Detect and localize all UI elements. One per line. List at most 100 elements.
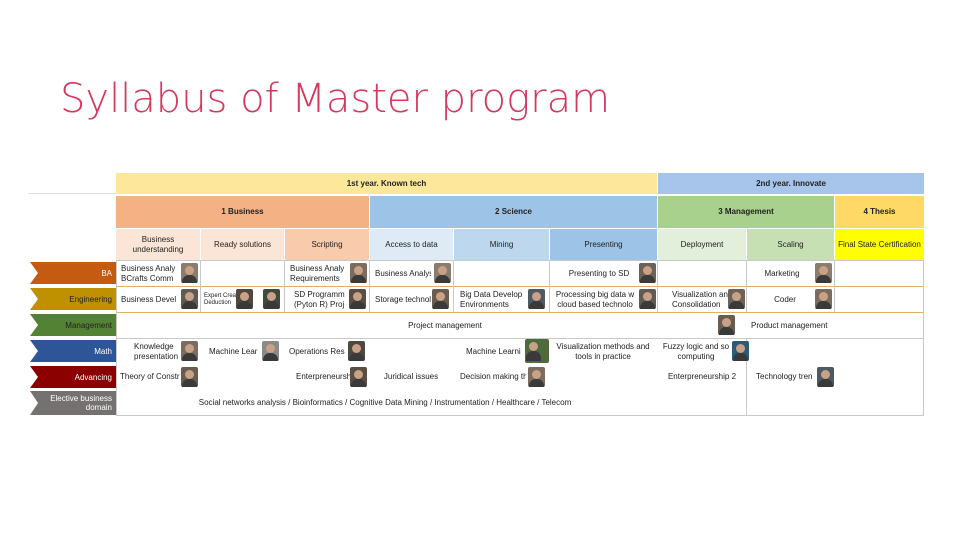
course-enterpreneurship-2: Enterpreneurship 2: [667, 372, 737, 381]
instructor-photo: [181, 289, 198, 309]
track-engineering-label: Engineering: [69, 294, 112, 304]
track-arrow-management: [30, 314, 116, 336]
course-expert-deduction: Expert Crea Deduction: [204, 292, 236, 306]
instructor-photo: [434, 263, 451, 283]
instructor-photo: [528, 289, 545, 309]
track-math-label: Math: [94, 346, 112, 356]
area-science: 2 Science: [370, 196, 657, 228]
subarea-final-state: Final State Certification: [835, 229, 924, 260]
course-processing-big-data: Processing big data w cloud based techno…: [555, 289, 635, 309]
instructor-photo: [181, 341, 198, 361]
track-arrow-elective: [30, 391, 116, 415]
course-machine-learning: Machine Lear: [209, 347, 258, 356]
instructor-photo: [350, 367, 367, 387]
subarea-mining: Mining: [454, 229, 549, 260]
instructor-photo: [732, 341, 749, 361]
track-ba: BA: [30, 262, 116, 284]
instructor-photo: [639, 289, 656, 309]
course-juridical-issues: Juridical issues: [383, 372, 439, 381]
subarea-scaling: Scaling: [747, 229, 834, 260]
instructor-photo: [728, 289, 745, 309]
track-management-label: Management: [65, 320, 112, 330]
track-elective: Elective business domain: [30, 391, 116, 415]
course-big-data-dev: Big Data Develop Environments: [460, 289, 523, 309]
grid-line-year-split: [746, 338, 747, 416]
instructor-photo: [817, 367, 834, 387]
course-knowledge-presentation: Knowledge presentation: [134, 342, 179, 361]
course-storage-tech: Storage technol: [375, 294, 431, 304]
grid-line-left: [116, 260, 117, 416]
instructor-photo: [718, 315, 735, 335]
course-business-analysis: Business Analy BCrafts Comm: [121, 263, 176, 283]
grid-line-vert-e: [549, 260, 550, 312]
instructor-photo: [350, 263, 367, 283]
instructor-photo: [528, 367, 545, 387]
course-fuzzy-logic: Fuzzy logic and so computing: [662, 342, 730, 361]
course-coder: Coder: [774, 294, 796, 304]
instructor-photo: [349, 289, 366, 309]
track-arrow-advancing: [30, 366, 116, 388]
track-arrow-ba: [30, 262, 116, 284]
grid-line-vert-h: [834, 260, 835, 312]
subarea-scripting: Scripting: [285, 229, 369, 260]
divider-line: [28, 193, 118, 194]
course-visualization: Visualization an Consolidation: [672, 289, 728, 309]
subarea-ready-solutions: Ready solutions: [201, 229, 284, 260]
course-decision-making: Decision making th: [460, 372, 526, 381]
grid-line-vert-g: [746, 260, 747, 312]
instructor-photo: [815, 263, 832, 283]
grid-top-line: [116, 260, 924, 261]
instructor-photo: [181, 263, 198, 283]
instructor-photo: [348, 341, 365, 361]
instructor-photo: [236, 289, 253, 309]
course-machine-learning-2: Machine Learni: [466, 347, 521, 356]
grid-line-vert-c: [369, 260, 370, 312]
course-marketing: Marketing: [764, 268, 800, 278]
grid-line-vert-d: [453, 260, 454, 312]
subarea-deployment: Deployment: [658, 229, 746, 260]
subarea-presenting: Presenting: [550, 229, 657, 260]
course-visualization-methods: Visualization methods and tools in pract…: [556, 342, 650, 361]
area-management: 3 Management: [658, 196, 834, 228]
track-math: Math: [30, 340, 116, 362]
track-arrow-math: [30, 340, 116, 362]
area-thesis: 4 Thesis: [835, 196, 924, 228]
course-operations-research: Operations Res: [289, 347, 345, 356]
grid-line-bottom: [116, 415, 924, 416]
instructor-photo: [815, 289, 832, 309]
track-elective-label: Elective business domain: [50, 394, 112, 412]
instructor-photo: [262, 341, 279, 361]
year2-header: 2nd year. Innovate: [658, 173, 924, 194]
course-business-dev: Business Devel: [121, 294, 177, 304]
course-product-management: Product management: [751, 320, 828, 330]
course-business-analysis-req: Business Analy Requirements: [290, 263, 345, 283]
grid-line-row3: [116, 338, 924, 339]
slide-title: Syllabus of Master program: [60, 76, 611, 122]
instructor-photo: [263, 289, 280, 309]
track-engineering: Engineering: [30, 288, 116, 310]
course-theory-of-constraints: Theory of Constr: [120, 372, 180, 381]
track-ba-label: BA: [101, 268, 112, 278]
instructor-photo: [525, 339, 549, 363]
grid-line-row1: [116, 286, 924, 287]
grid-line-vert-a: [200, 260, 201, 312]
track-advancing-label: Advancing: [74, 372, 112, 382]
course-business-analysis-2: Business Analys: [375, 268, 431, 278]
instructor-photo: [181, 367, 198, 387]
track-arrow-engineering: [30, 288, 116, 310]
course-project-management: Project management: [408, 320, 482, 330]
course-presenting-to-sd: Presenting to SD: [568, 268, 630, 278]
course-technology-trends: Technology tren: [756, 372, 813, 381]
course-elective-domains: Social networks analysis / Bioinformatic…: [198, 398, 572, 407]
grid-line-row2: [116, 312, 924, 313]
area-business: 1 Business: [116, 196, 369, 228]
instructor-photo: [639, 263, 656, 283]
grid-line-right: [923, 260, 924, 416]
subarea-access-to-data: Access to data: [370, 229, 453, 260]
track-management: Management: [30, 314, 116, 336]
course-enterpreneurship: Enterpreneursh: [296, 372, 350, 381]
instructor-photo: [432, 289, 449, 309]
subarea-business-understanding: Business understanding: [116, 229, 200, 260]
track-advancing: Advancing: [30, 366, 116, 388]
grid-line-vert-f: [657, 260, 658, 312]
